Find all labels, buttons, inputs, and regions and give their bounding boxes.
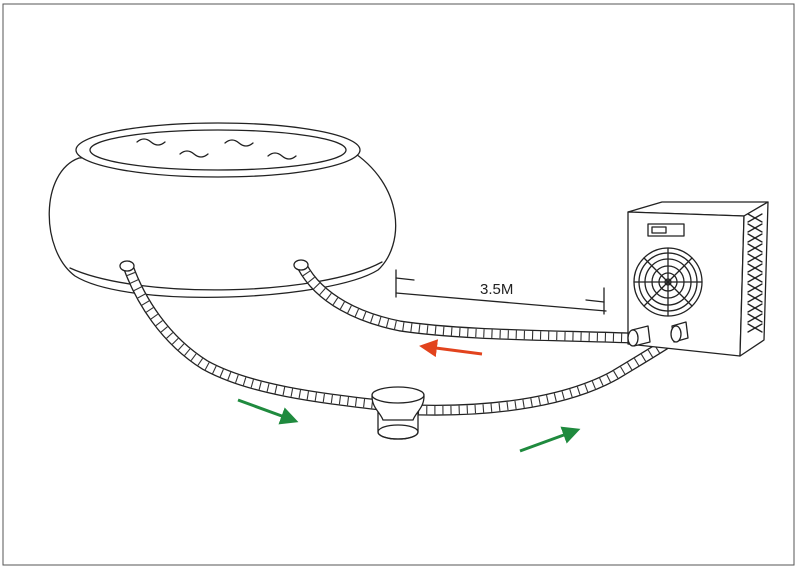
heat-pump-unit	[627, 201, 769, 357]
pool-base-shadow	[69, 261, 383, 291]
water-connectors	[627, 321, 689, 347]
page-frame	[2, 3, 795, 566]
water-ripples	[136, 138, 297, 160]
fan-grille	[633, 247, 703, 317]
inlet-flow-arrow	[519, 426, 581, 453]
suction-hose	[122, 260, 386, 411]
return-hose-end	[293, 259, 309, 271]
filter-pump	[371, 386, 425, 440]
distance-label: 3.5M	[480, 281, 513, 298]
heat-pump-inlet-hose	[412, 332, 681, 416]
side-vent-grille	[747, 213, 763, 333]
distance-dimension: 3.5M	[395, 269, 607, 315]
suction-flow-arrow	[237, 398, 299, 425]
pool-rim	[75, 122, 361, 178]
suction-hose-end	[119, 260, 135, 272]
return-flow-arrow	[419, 339, 483, 358]
inflatable-pool	[48, 122, 397, 299]
return-hose	[296, 260, 636, 344]
pool-body	[48, 149, 397, 299]
control-display	[651, 226, 667, 234]
pool-water-surface	[89, 129, 347, 171]
flow-arrows	[237, 339, 581, 453]
